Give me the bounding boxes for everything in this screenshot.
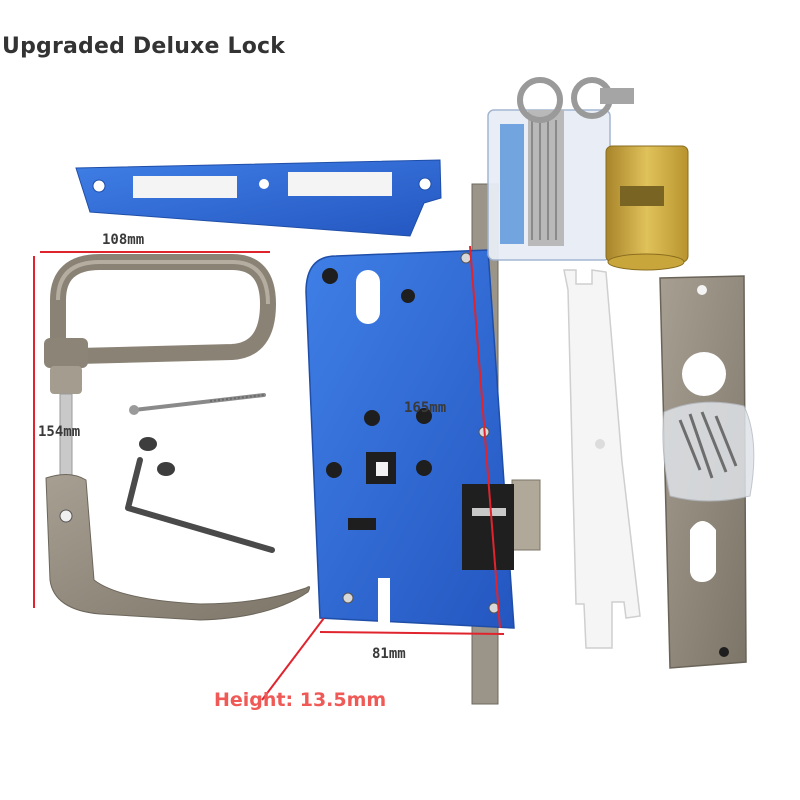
- escutcheon-plate: [659, 275, 755, 669]
- screw-bag: [662, 401, 755, 502]
- set-screws: [139, 437, 175, 476]
- lever-handle: [44, 254, 311, 621]
- strike-plate: [75, 159, 442, 237]
- cylinder-package: [487, 77, 689, 271]
- body-height-label: 165mm: [404, 400, 447, 416]
- page-title: Upgraded Deluxe Lock: [2, 34, 286, 59]
- brass-cylinder: [605, 145, 689, 271]
- faceplate-width-label: 108mm: [102, 232, 145, 248]
- dimension-lines: [33, 245, 505, 701]
- mortise-lock-body: [305, 183, 541, 705]
- body-width-label: 81mm: [372, 646, 406, 662]
- plastic-spacer: [563, 269, 641, 649]
- allen-key: [125, 457, 275, 553]
- mounting-bolt: [129, 393, 266, 415]
- thickness-note: Height: 13.5mm: [214, 689, 387, 711]
- handle-height-label: 154mm: [38, 424, 81, 440]
- keys-icon: [517, 77, 634, 246]
